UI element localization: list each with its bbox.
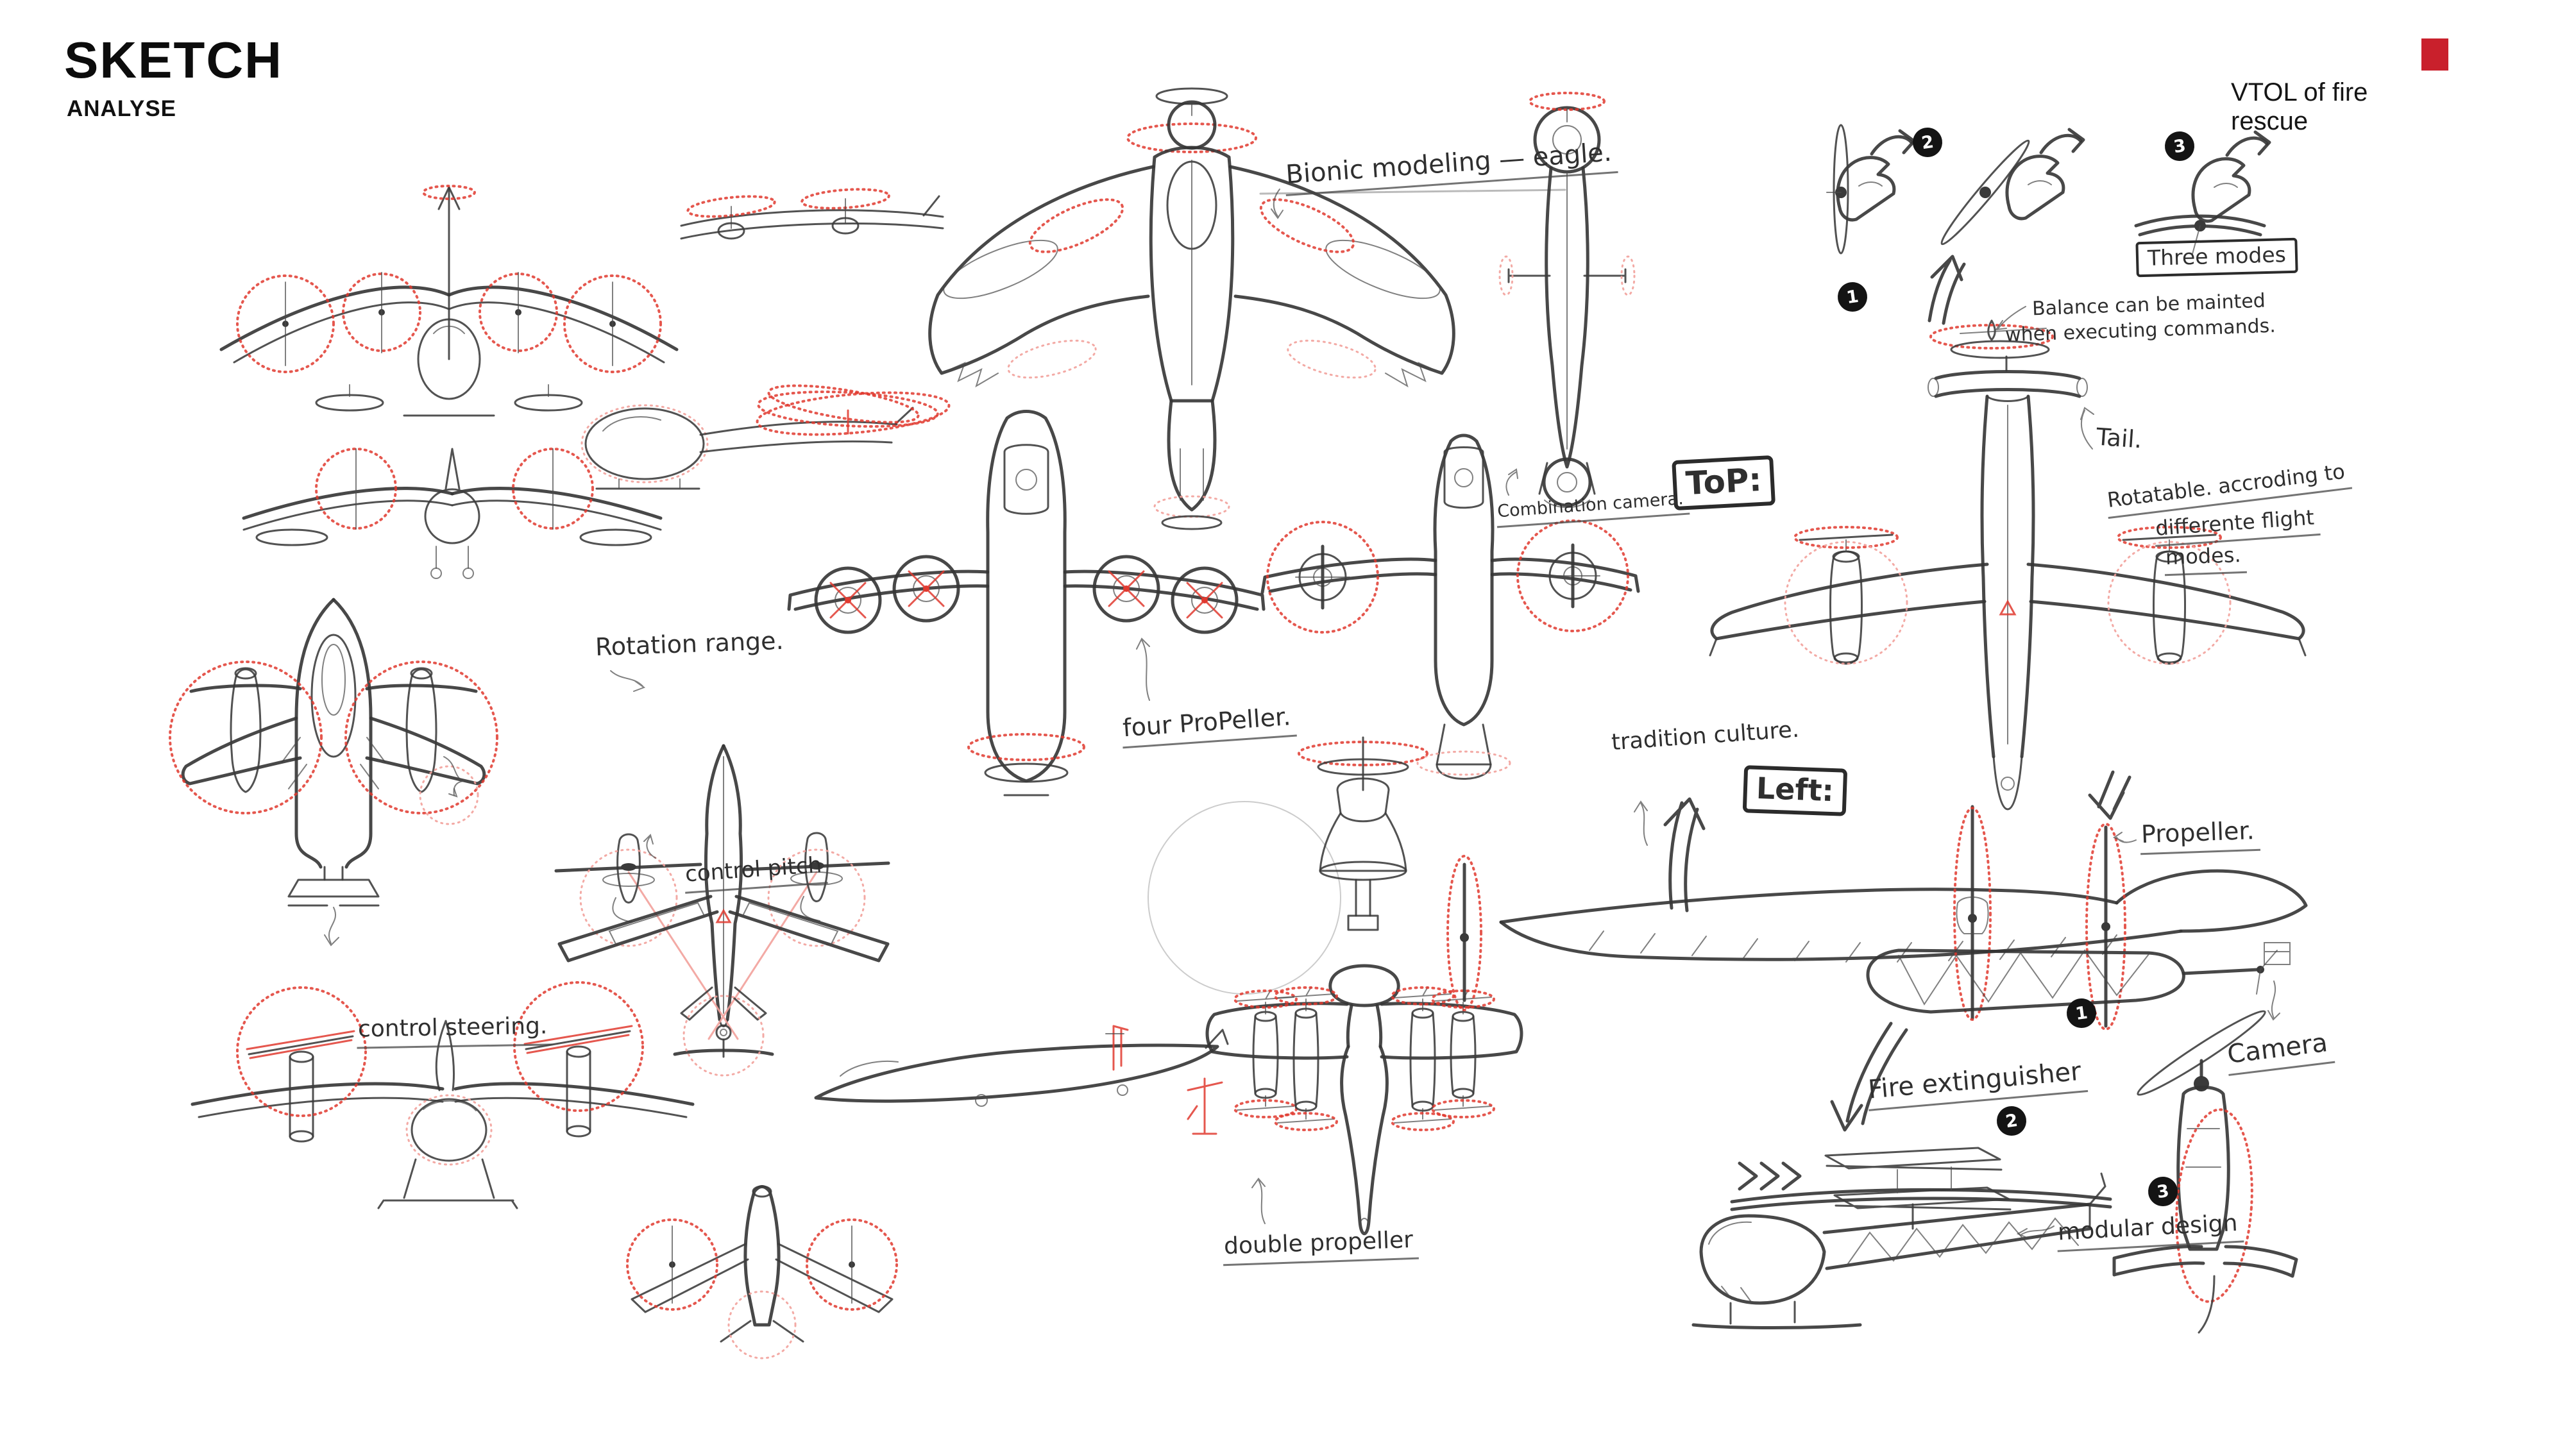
- sketch-front-view-quad-b: [242, 448, 663, 579]
- sketch-lattice-helicopter: [1691, 1172, 2112, 1329]
- page-title: SKETCH: [64, 31, 283, 88]
- sketch-tiltrotor-small: [680, 188, 944, 240]
- sketch-eagle-top-view: [928, 87, 1455, 530]
- note-control-steering: control steering.: [356, 1013, 553, 1049]
- sketch-top-view-tiltrotor-large: [169, 598, 498, 947]
- sketch-double-propeller-top-view: [1187, 964, 1523, 1236]
- annotation-arrows: [610, 189, 1566, 692]
- sketch-tailsitter-top-view: [1709, 255, 2307, 820]
- note-tail: Tail.: [2095, 423, 2143, 454]
- sketch-lamp-rotorcraft: [1148, 736, 1648, 995]
- sketch-four-fan-top-view: [787, 410, 1266, 796]
- sketch-side-view-small: [814, 1025, 1229, 1107]
- note-left-view: Left:: [1742, 765, 1848, 816]
- note-three-modes: Three modes: [2135, 237, 2298, 278]
- sketch-hand-mode-2: [1940, 130, 2083, 246]
- sketch-rotor-arm-module: [2112, 1010, 2298, 1334]
- project-label: VTOL of fire rescue: [2231, 78, 2368, 135]
- sketch-front-view-quad-a: [219, 185, 679, 417]
- sketch-hand-mode-3: [2134, 132, 2269, 255]
- prop-cylinder: [1274, 986, 1338, 1131]
- sketch-front-view-twin: [191, 981, 695, 1209]
- note-rotatable-line3: modes.: [2164, 542, 2247, 576]
- sketch-helicopter-red-scribble: [580, 384, 951, 490]
- sketch-tilt-plane-top-view: [554, 744, 890, 1077]
- sketch-hand-mode-1: [1826, 124, 1914, 255]
- sketch-slim-craft-camera: [1498, 92, 1636, 509]
- sketch-two-prop-top-view: [1260, 433, 1640, 780]
- sketch-side-view-large: [1446, 797, 2308, 1132]
- page-subtitle: ANALYSE: [67, 96, 177, 121]
- sketch-swept-top-view-small: [626, 1185, 898, 1359]
- sketch-modular-plates: [1738, 1147, 2055, 1238]
- brand-square: [2421, 38, 2448, 71]
- note-propeller: Propeller.: [2139, 816, 2260, 855]
